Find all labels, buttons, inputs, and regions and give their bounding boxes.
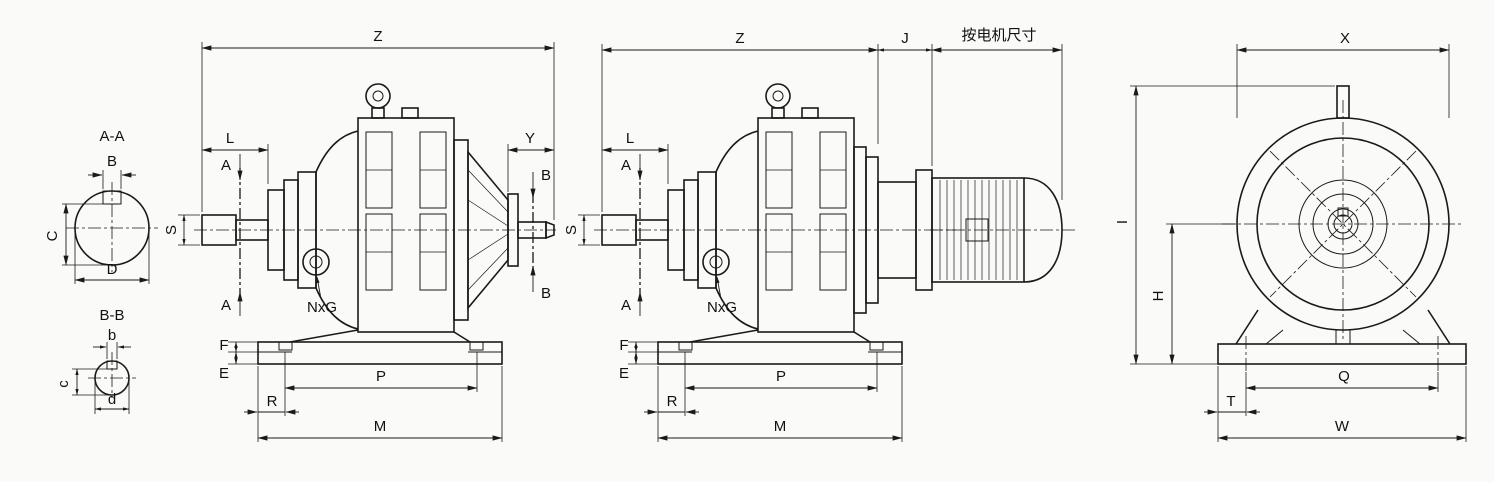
dim-label-c-small: c	[55, 380, 72, 388]
dim-label-x: X	[1340, 30, 1350, 47]
input-shaft-end	[1336, 85, 1350, 119]
cut-label-a-bottom: A	[221, 297, 231, 314]
view-front: X I H Q T W	[1114, 30, 1467, 442]
dim-label-b: B	[107, 153, 117, 170]
dim-label-z: Z	[373, 28, 382, 45]
dim-label-c: C	[44, 230, 61, 241]
dim-label-p: P	[376, 368, 386, 385]
motor-nameplate	[965, 218, 989, 242]
diagonal-centerline	[1269, 150, 1417, 298]
holes-note-label: NxG	[707, 299, 737, 316]
section-a-a: A-A B C D	[44, 128, 158, 284]
dim-label-h: H	[1150, 291, 1167, 302]
reducer-instance	[194, 84, 556, 364]
motor-assembly	[853, 146, 1076, 314]
view-side-dimensions: Z L A A S Y B B NxG F E	[163, 28, 555, 442]
cut-label-a-top: A	[621, 157, 631, 174]
dim-label-b-small: b	[108, 327, 116, 344]
front-geometry	[1217, 85, 1467, 372]
motor-size-note: 按电机尺寸	[961, 27, 1036, 44]
dim-label-m: M	[774, 418, 787, 435]
section-aa-title: A-A	[99, 128, 124, 145]
output-assembly	[453, 139, 555, 321]
dim-label-d: D	[107, 261, 118, 278]
view-motor-dimensions: Z J 按电机尺寸 L A A S NxG F E P	[563, 27, 1063, 442]
dim-label-f: F	[219, 337, 228, 354]
dim-label-t: T	[1226, 393, 1235, 410]
holes-note-label: NxG	[307, 299, 337, 316]
dim-label-l: L	[626, 130, 634, 147]
dim-label-s: S	[563, 225, 580, 235]
dim-label-r: R	[667, 393, 678, 410]
dim-label-z: Z	[735, 30, 744, 47]
view-side-with-motor: Z J 按电机尺寸 L A A S NxG F E P	[563, 27, 1076, 442]
base-plate-front	[1217, 343, 1467, 365]
reducer-instance	[594, 84, 956, 364]
dim-label-j: J	[901, 30, 909, 47]
dim-label-i: I	[1114, 220, 1131, 224]
dim-label-m: M	[374, 418, 387, 435]
section-b-b: B-B b c d	[55, 307, 136, 414]
cut-label-b-bottom: B	[541, 285, 551, 302]
dim-label-l: L	[226, 130, 234, 147]
cut-label-b-top: B	[541, 167, 551, 184]
dim-label-p: P	[776, 368, 786, 385]
view-front-dimensions: X I H Q T W	[1114, 30, 1467, 442]
dim-label-q: Q	[1338, 368, 1350, 385]
dim-label-y: Y	[525, 130, 535, 147]
cut-label-a-bottom: A	[621, 297, 631, 314]
dim-label-r: R	[267, 393, 278, 410]
section-bb-title: B-B	[99, 307, 124, 324]
dim-label-w: W	[1335, 418, 1350, 435]
dim-label-e: E	[619, 365, 629, 382]
dim-label-s: S	[163, 225, 180, 235]
dim-label-d-small: d	[108, 391, 116, 408]
cut-label-a-top: A	[221, 157, 231, 174]
dim-label-e: E	[219, 365, 229, 382]
view-side: Z L A A S Y B B NxG F E	[163, 28, 556, 442]
dim-label-f: F	[619, 337, 628, 354]
diagonal-centerline	[1269, 150, 1417, 298]
